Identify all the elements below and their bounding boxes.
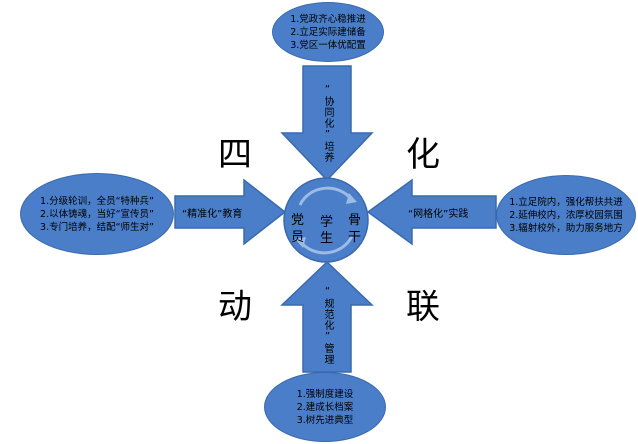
big-char-dong: 动 [218,287,252,327]
big-char-si: 四 [218,135,252,175]
left-item: 1.分级轮训，全员“特种兵” [40,195,154,207]
top-ellipse-text: 1.党政齐心稳推进 2.立足实际建储备 3.党区一体优配置 [290,13,366,52]
top-ellipse: 1.党政齐心稳推进 2.立足实际建储备 3.党区一体优配置 [272,2,384,62]
right-item: 2.延伸校内，浓厚校园氛围 [509,209,623,221]
left-ellipse-text: 1.分级轮训，全员“特种兵” 2.以体铸魂，当好“宣传员” 3.专门培养，结配“… [40,195,154,234]
bottom-arrow-label: “规范化”管理 [322,286,333,365]
right-item: 1.立足院内，强化帮扶共进 [509,196,623,208]
right-arrow-label: “网格化”实践 [408,209,469,220]
bottom-ellipse-text: 1.强制度建设 2.建成长档案 3.树先进典型 [297,388,354,427]
bottom-item: 2.建成长档案 [296,401,354,413]
center-char: 骨 [348,213,362,228]
left-ellipse: 1.分级轮训，全员“特种兵” 2.以体铸魂，当好“宣传员” 3.专门培养，结配“… [20,173,174,255]
cycle-arrowhead-top [346,193,357,204]
cycle-arc-bottom [298,235,354,255]
right-ellipse-text: 1.立足院内，强化帮扶共进 2.延伸校内，浓厚校园氛围 3.辐射校外，助力服务地… [509,196,623,235]
left-item: 3.专门培养，结配“师生对” [40,221,154,233]
bottom-ellipse: 1.强制度建设 2.建成长档案 3.树先进典型 [264,372,386,442]
right-item: 3.辐射校外，助力服务地方 [509,222,623,234]
left-item: 2.以体铸魂，当好“宣传员” [40,208,154,220]
top-arrow-label: “协同化”培养 [322,84,333,163]
bottom-item: 1.强制度建设 [296,388,354,400]
center-char: 党 [291,213,305,228]
center-char: 生 [320,231,334,246]
cycle-arrowhead-bottom [295,237,306,248]
center-char: 员 [291,230,305,245]
cycle-arc-top [298,186,354,206]
top-item: 3.党区一体优配置 [290,39,366,51]
top-item: 1.党政齐心稳推进 [290,13,366,25]
bottom-arrow [280,260,374,373]
top-item: 2.立足实际建储备 [290,26,366,38]
left-arrow [174,178,287,246]
left-arrow-label: “精准化”教育 [182,209,243,220]
bottom-item: 3.树先进典型 [296,414,354,426]
top-arrow [280,65,374,182]
right-arrow [366,178,497,246]
right-ellipse: 1.立足院内，强化帮扶共进 2.延伸校内，浓厚校园氛围 3.辐射校外，助力服务地… [496,175,636,255]
center-char: 学 [320,215,334,230]
big-char-hua: 化 [406,135,440,175]
center-char: 干 [348,230,362,245]
big-char-lian: 联 [406,287,440,327]
